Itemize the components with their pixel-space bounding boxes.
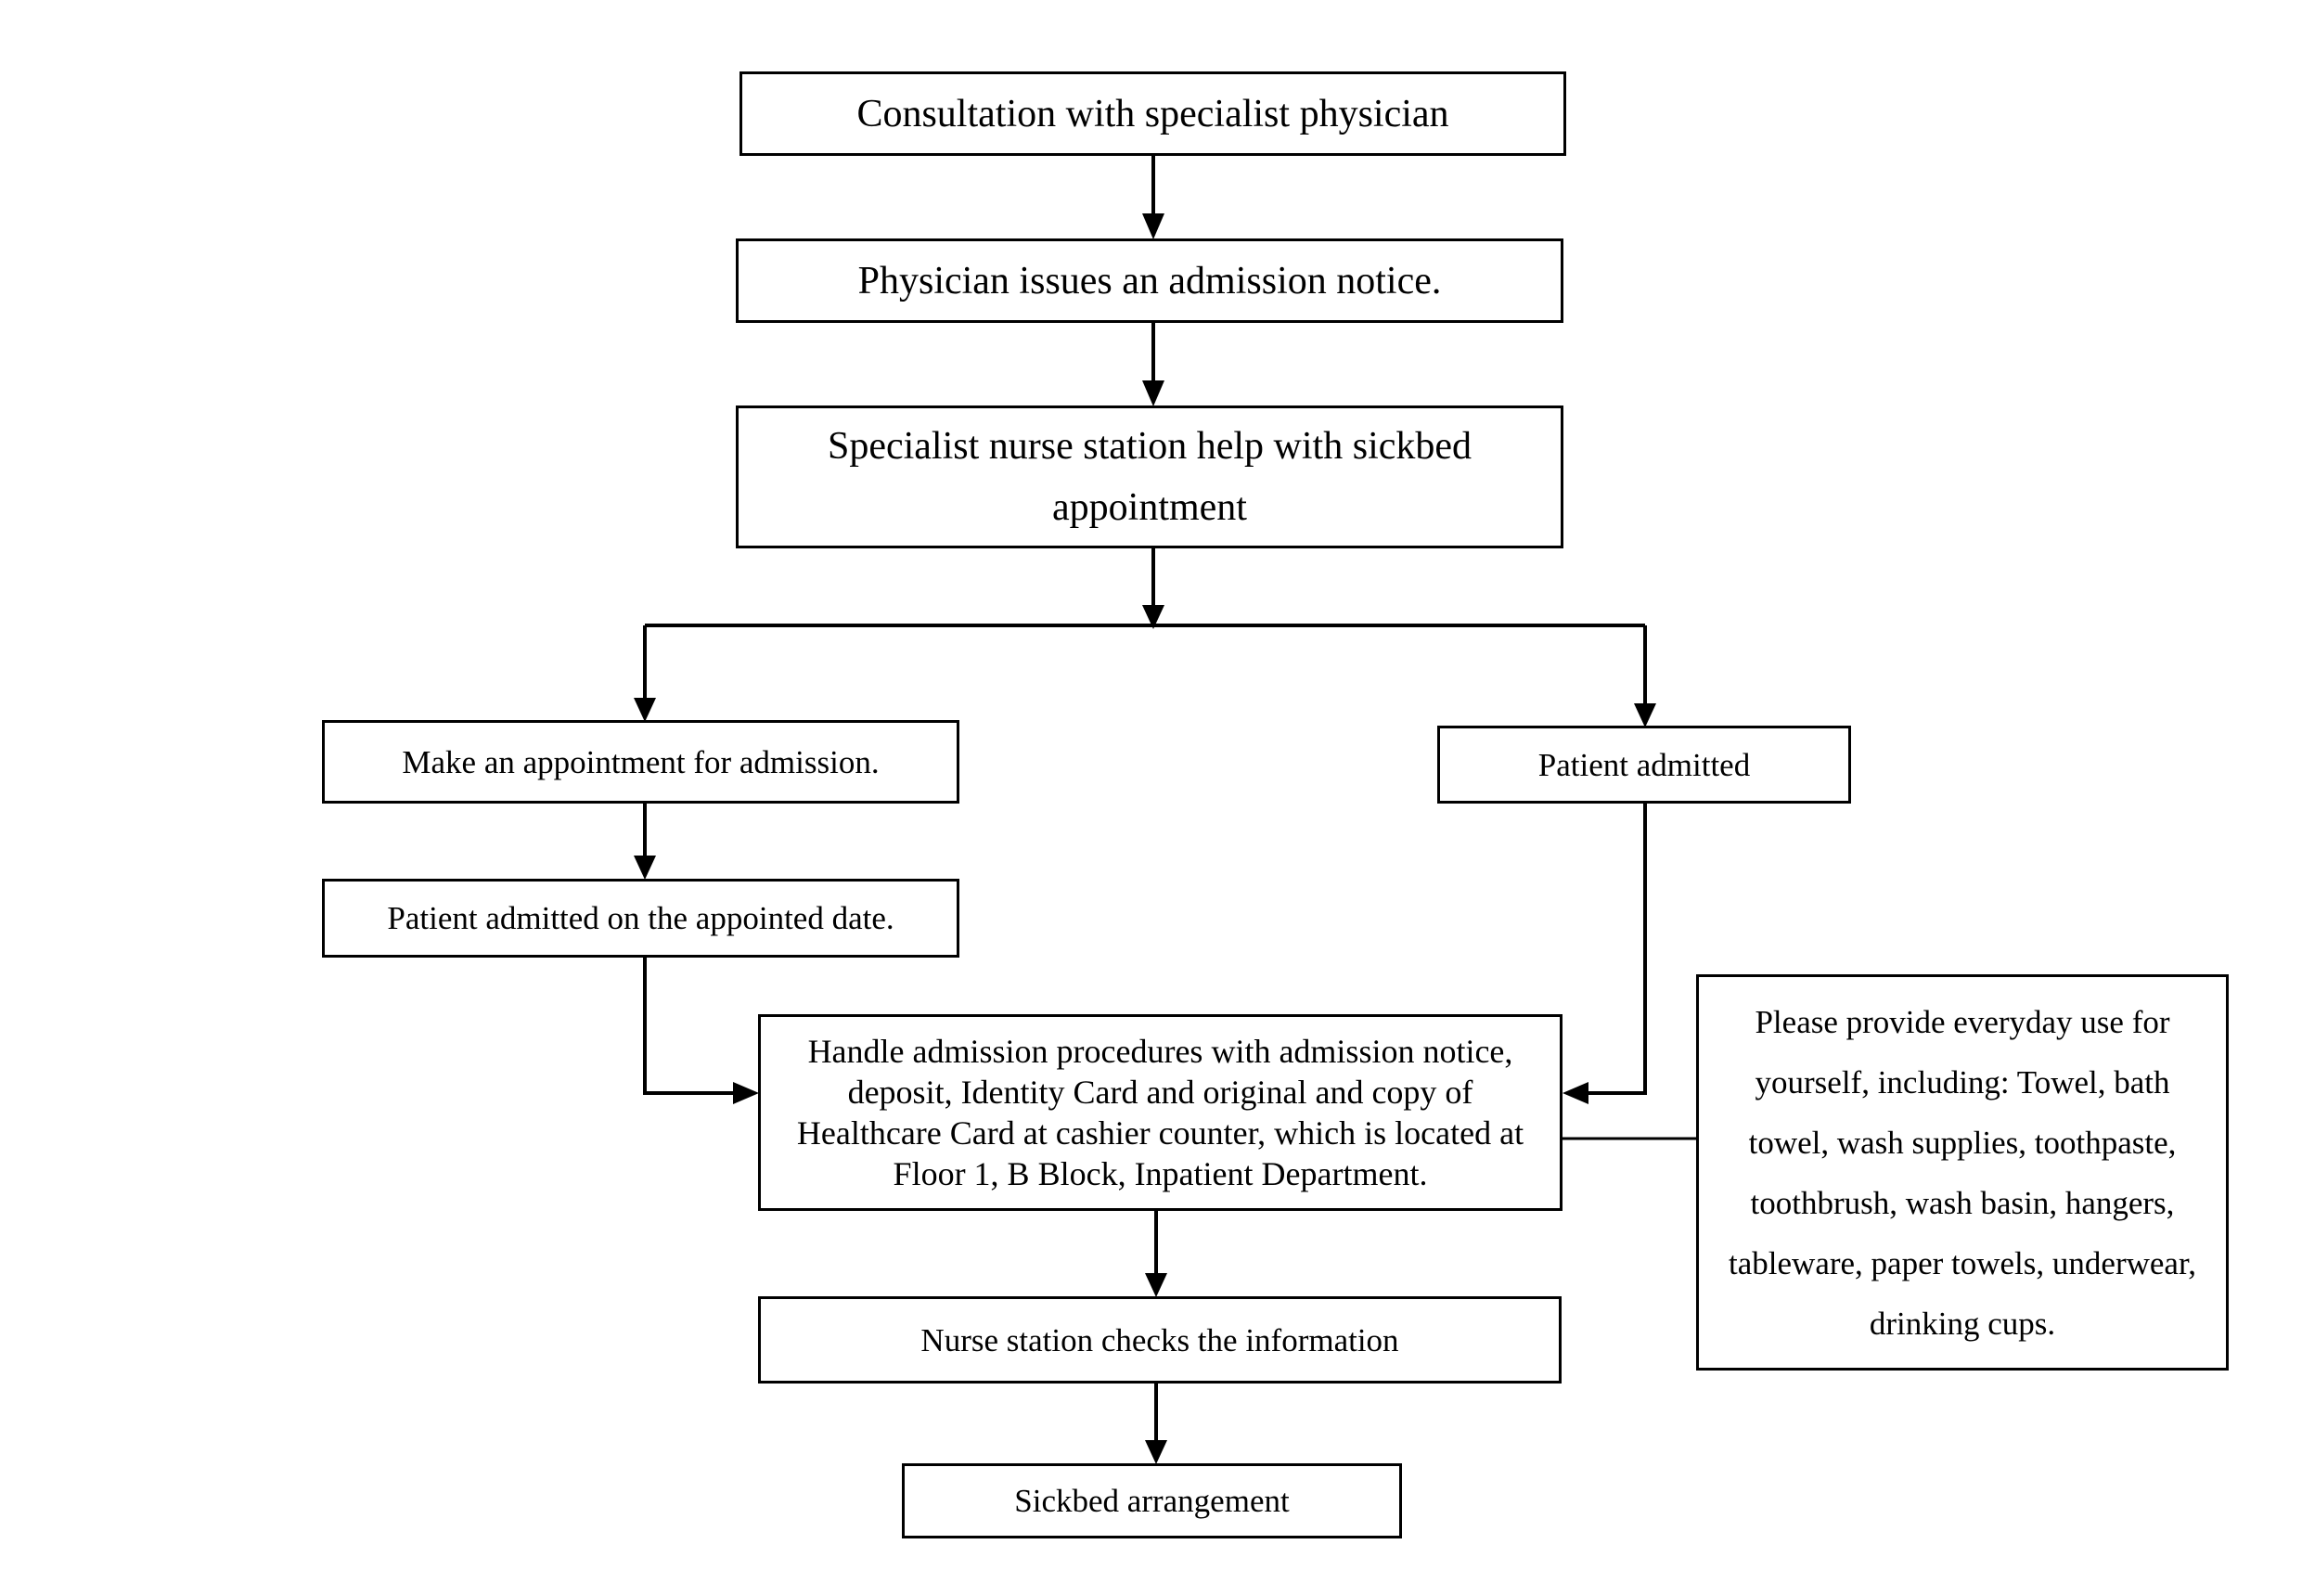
arrow-admitted-to-procedures: [1588, 804, 1647, 1095]
arrowhead-icon: [1142, 605, 1164, 629]
note-everyday-supplies-label: Please provide everyday use for yourself…: [1729, 1003, 2196, 1342]
step-make-appointment: Make an appointment for admission.: [322, 720, 959, 804]
arrowhead-icon: [1145, 1273, 1167, 1297]
step-admitted-on-date: Patient admitted on the appointed date.: [322, 879, 959, 958]
arrowhead-icon: [1142, 380, 1164, 406]
step-sickbed-arrangement: Sickbed arrangement: [902, 1463, 1402, 1538]
step-handle-procedures-label: Handle admission procedures with admissi…: [796, 1033, 1524, 1192]
step-sickbed-arrangement-label: Sickbed arrangement: [1014, 1483, 1290, 1519]
arrowhead-icon: [634, 698, 656, 722]
step-nurse-station-help-label: Specialist nurse station help with sickb…: [827, 425, 1473, 529]
step-consultation: Consultation with specialist physician: [739, 71, 1566, 156]
arrowhead-icon: [1563, 1082, 1588, 1104]
arrowhead-icon: [634, 856, 656, 880]
step-consultation-label: Consultation with specialist physician: [856, 92, 1449, 135]
arrowhead-icon: [1142, 213, 1164, 239]
arrow-date-to-procedures: [643, 958, 733, 1095]
step-admission-notice-label: Physician issues an admission notice.: [857, 259, 1442, 302]
step-handle-procedures: Handle admission procedures with admissi…: [758, 1014, 1563, 1211]
note-everyday-supplies: Please provide everyday use for yourself…: [1696, 974, 2229, 1371]
arrowhead-icon: [1634, 703, 1656, 727]
step-admitted-on-date-label: Patient admitted on the appointed date.: [387, 900, 894, 936]
step-admission-notice: Physician issues an admission notice.: [736, 238, 1563, 323]
arrowhead-icon: [1145, 1440, 1167, 1464]
step-patient-admitted: Patient admitted: [1437, 726, 1851, 804]
step-checks-information: Nurse station checks the information: [758, 1296, 1562, 1384]
arrowhead-icon: [733, 1082, 759, 1104]
step-checks-information-label: Nurse station checks the information: [920, 1321, 1399, 1358]
step-make-appointment-label: Make an appointment for admission.: [402, 743, 880, 780]
step-patient-admitted-label: Patient admitted: [1537, 746, 1751, 783]
step-nurse-station-help: Specialist nurse station help with sickb…: [736, 405, 1563, 548]
